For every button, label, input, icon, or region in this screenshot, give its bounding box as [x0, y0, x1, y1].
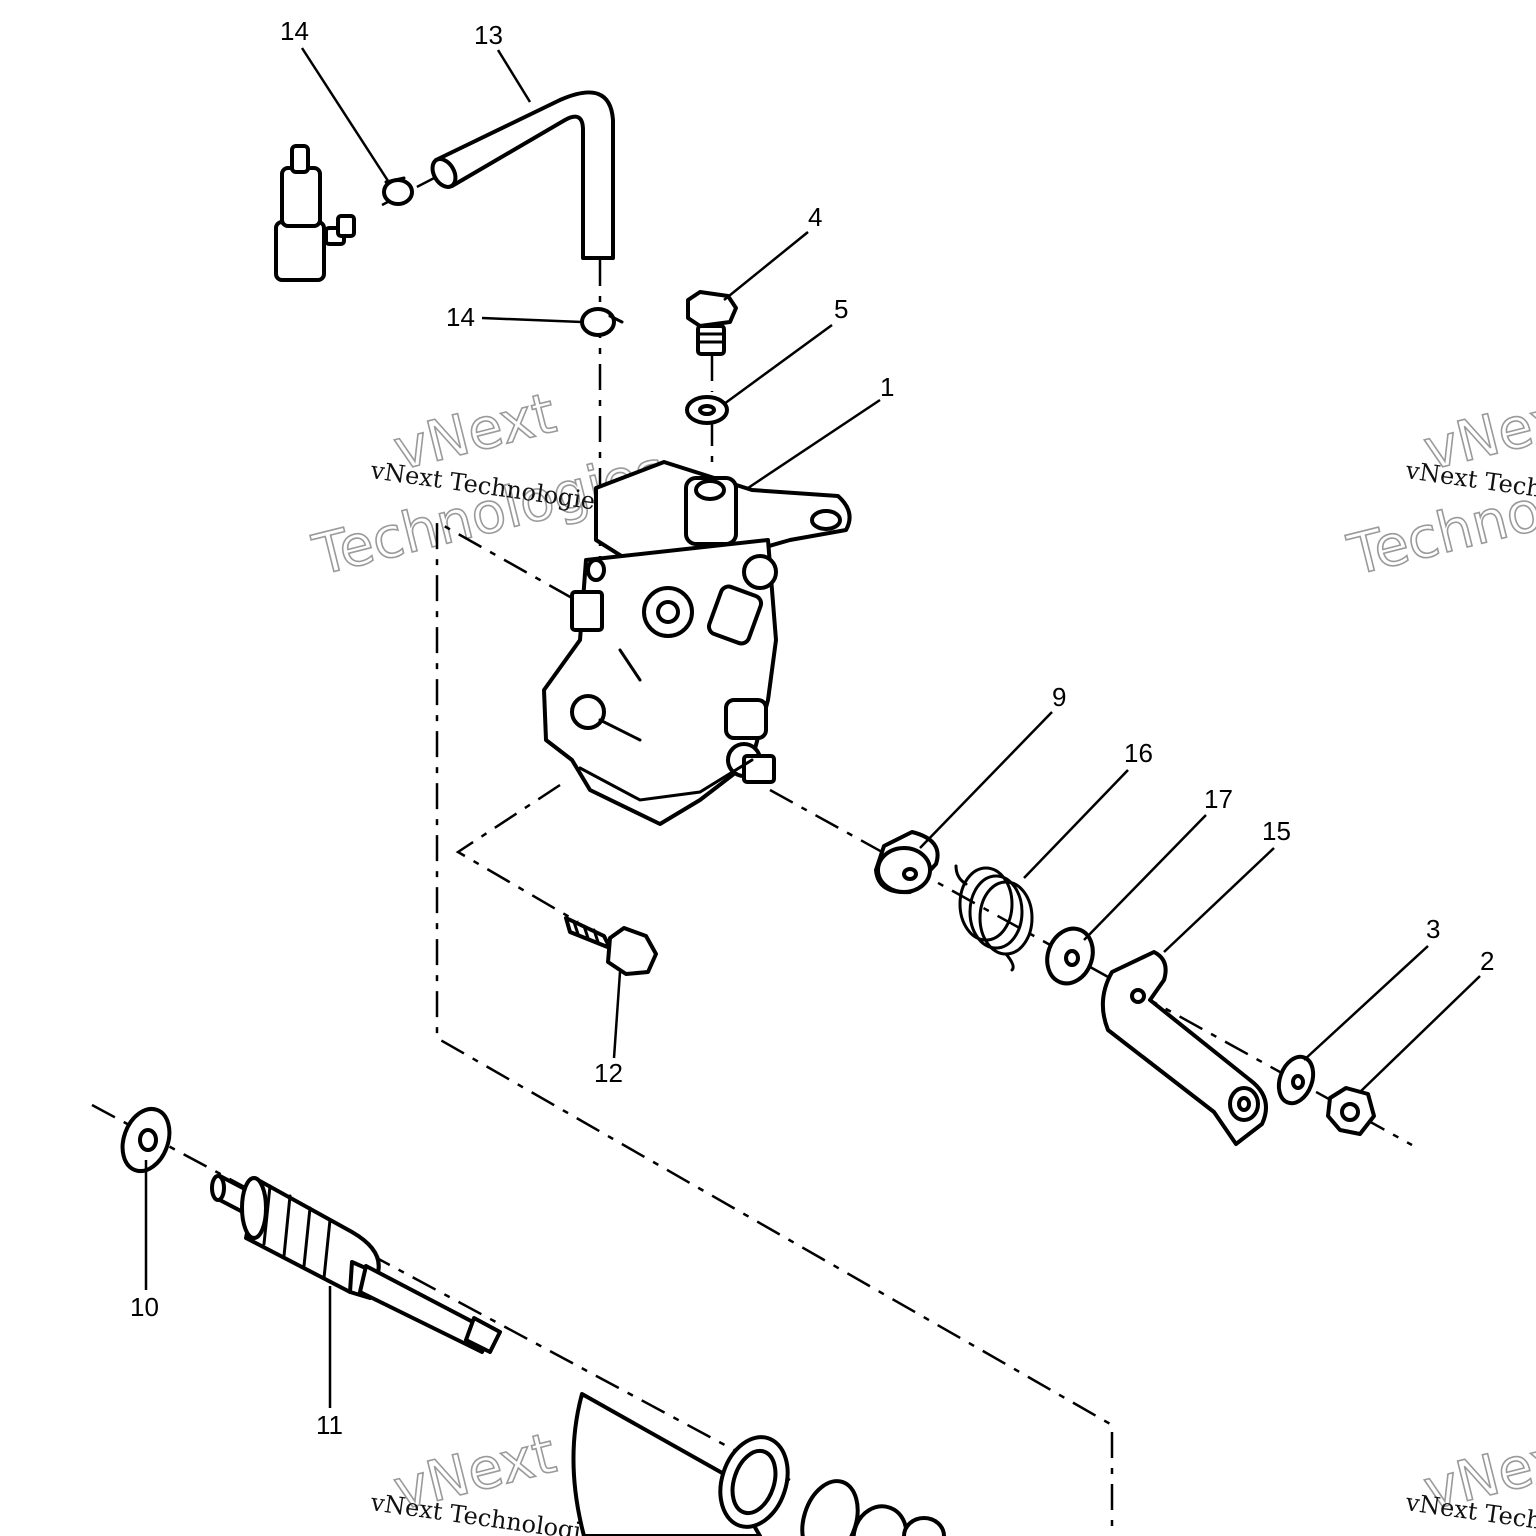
sleeve-part — [571, 1392, 790, 1536]
callout-5: 5 — [834, 294, 848, 324]
washer-part-5 — [685, 395, 729, 425]
hose-part-13 — [430, 90, 615, 260]
bolt-part-4 — [686, 290, 738, 356]
callout-3: 3 — [1426, 914, 1440, 944]
callout-13: 13 — [474, 20, 503, 50]
callout-14-upper: 14 — [280, 16, 309, 46]
callout-2: 2 — [1480, 946, 1494, 976]
callout-10: 10 — [130, 1292, 159, 1322]
washer-part-3 — [1276, 1054, 1316, 1106]
gear-shaft-part-11 — [210, 1174, 502, 1354]
hose-clamp-part-14-lower — [580, 307, 624, 337]
assembly-axes — [91, 173, 1413, 1536]
lever-part-15 — [1100, 950, 1268, 1146]
callout-12: 12 — [594, 1058, 623, 1088]
tank-fitting — [274, 144, 356, 282]
callout-4: 4 — [808, 202, 822, 232]
watermark-bottom: vNext vNext Technologies vNext vNext Tec… — [368, 1420, 1536, 1536]
callout-1: 1 — [880, 372, 894, 402]
spring-part-16 — [954, 864, 1034, 972]
nut-part-2 — [1326, 1086, 1376, 1136]
washer-part-10 — [120, 1107, 172, 1173]
callout-11: 11 — [316, 1410, 343, 1440]
oil-pump-body-part-1 — [542, 460, 852, 826]
washer-part-17 — [1045, 926, 1095, 986]
callout-15: 15 — [1262, 816, 1291, 846]
watermark-right: vNext Technologies vNext Technologies — [1341, 380, 1536, 589]
callout-9: 9 — [1052, 682, 1066, 712]
sleeve-rings — [800, 1479, 946, 1536]
callout-17: 17 — [1204, 784, 1233, 814]
bolt-part-12 — [564, 916, 658, 976]
callout-16: 16 — [1124, 738, 1153, 768]
callout-labels: 14 13 4 14 5 1 9 16 17 15 3 2 12 10 11 — [130, 16, 1494, 1440]
leader-lines — [144, 47, 1481, 1408]
callout-14-lower: 14 — [446, 302, 475, 332]
